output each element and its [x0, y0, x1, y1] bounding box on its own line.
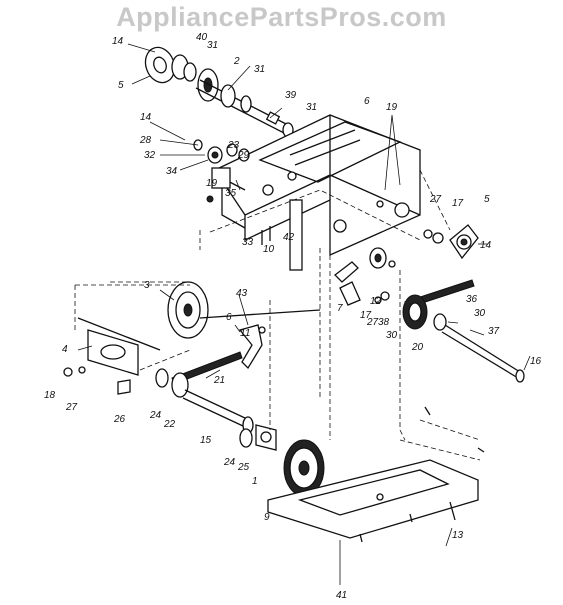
- part-label-7: 7: [337, 303, 343, 314]
- part-label-1: 1: [252, 476, 258, 487]
- part-label-14b: 14: [140, 112, 152, 123]
- bottom-plate: [267, 459, 479, 539]
- right-bearing-assembly: [423, 224, 479, 260]
- part-number-labels: 1454031231393114283234232919353310426192…: [44, 32, 542, 601]
- part-label-27a: 27: [429, 194, 442, 205]
- part-label-15: 15: [200, 435, 212, 446]
- part-label-34: 34: [166, 166, 178, 177]
- part-label-24b: 24: [223, 457, 236, 468]
- part-label-35: 35: [225, 188, 237, 199]
- part-label-31c: 31: [306, 102, 317, 113]
- part-label-17a: 17: [452, 198, 464, 209]
- part-label-26: 26: [113, 414, 126, 425]
- right-drive-assembly: [402, 279, 525, 383]
- part-label-5a: 5: [118, 80, 124, 91]
- part-label-38: 38: [378, 317, 390, 328]
- part-label-27b: 27: [366, 317, 379, 328]
- sprocket-9: [283, 439, 325, 497]
- left-bushings: [193, 139, 271, 245]
- part-label-22: 22: [163, 419, 176, 430]
- part-label-19a: 19: [206, 178, 218, 189]
- part-label-17b: 17: [360, 310, 372, 321]
- upper-drive-shaft-assembly: [144, 46, 294, 138]
- part-label-30b: 30: [386, 330, 398, 341]
- part-label-18: 18: [44, 390, 56, 401]
- part-label-12: 12: [370, 296, 382, 307]
- part-label-43: 43: [236, 288, 248, 299]
- part-label-2: 2: [233, 56, 240, 67]
- part-label-31a: 31: [207, 40, 218, 51]
- part-label-27c: 27: [65, 402, 78, 413]
- shift-arm: [238, 324, 266, 370]
- part-label-14a: 14: [112, 36, 124, 47]
- part-label-16: 16: [530, 356, 542, 367]
- part-label-41: 41: [336, 590, 347, 600]
- part-label-33: 33: [242, 237, 254, 248]
- pulley-shaft: [199, 309, 321, 319]
- part-label-13: 13: [452, 530, 464, 541]
- part-label-19b: 19: [386, 102, 398, 113]
- part-label-31b: 31: [254, 64, 265, 75]
- pulley-3: [167, 281, 209, 339]
- part-label-36: 36: [466, 294, 478, 305]
- part-label-4: 4: [62, 344, 68, 355]
- leader-lines: [77, 43, 531, 585]
- part-label-25: 25: [237, 462, 250, 473]
- part-label-37: 37: [488, 326, 500, 337]
- part-label-3: 3: [144, 280, 150, 291]
- idler-assembly: [334, 247, 396, 306]
- part-label-29: 29: [237, 150, 250, 161]
- part-label-30a: 30: [474, 308, 486, 319]
- bearing-plate-4: [63, 317, 161, 395]
- part-label-11: 11: [240, 328, 250, 339]
- lower-bearing: [239, 424, 277, 451]
- assembly-lines: [74, 169, 481, 461]
- hardware: [359, 406, 485, 543]
- watermark: AppliancePartsPros.com: [116, 2, 447, 32]
- part-label-28: 28: [139, 135, 152, 146]
- part-label-32: 32: [144, 150, 156, 161]
- part-label-6a: 6: [364, 96, 370, 107]
- part-label-39: 39: [285, 90, 297, 101]
- part-label-42: 42: [283, 232, 295, 243]
- part-label-10: 10: [263, 244, 275, 255]
- part-label-23: 23: [227, 140, 240, 151]
- part-label-14c: 14: [480, 240, 492, 251]
- main-frame: [214, 114, 421, 271]
- part-label-6b: 6: [226, 312, 232, 323]
- lower-chain-shaft: [155, 351, 254, 434]
- part-label-21: 21: [213, 375, 225, 386]
- part-label-20: 20: [411, 342, 424, 353]
- part-label-40: 40: [196, 32, 208, 43]
- part-label-24a: 24: [149, 410, 162, 421]
- part-label-9: 9: [264, 512, 270, 523]
- part-label-5b: 5: [484, 194, 490, 205]
